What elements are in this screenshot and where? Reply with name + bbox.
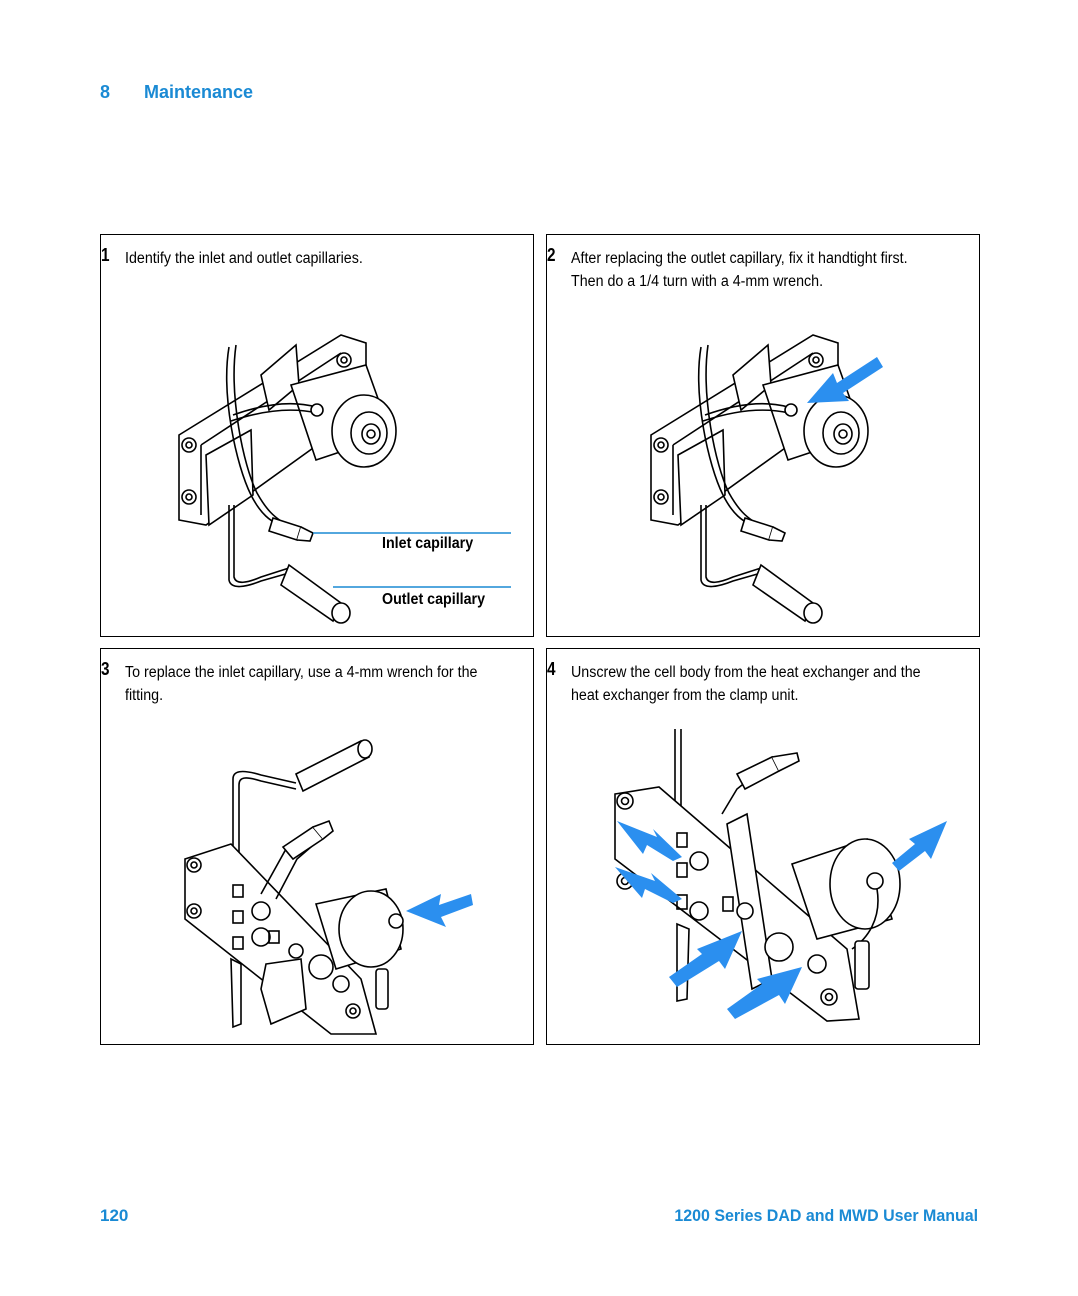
step-number: 3	[101, 659, 110, 679]
outlet-capillary-label: Outlet capillary	[382, 591, 486, 608]
step-panel-4: 4 Unscrew the cell body from the heat ex…	[546, 648, 980, 1045]
step-text: After replacing the outlet capillary, fi…	[571, 250, 908, 290]
arrow-icon	[615, 821, 947, 1019]
flow-cell-drawing	[650, 334, 883, 624]
step-text: To replace the inlet capillary, use a 4-…	[125, 664, 478, 704]
chapter-title: Maintenance	[144, 82, 254, 102]
inlet-capillary-label: Inlet capillary	[382, 535, 474, 552]
step-panel-1: 1 Identify the inlet and outlet capillar…	[100, 234, 534, 637]
chapter-number: 8	[100, 82, 111, 102]
page-number: 120	[100, 1206, 129, 1225]
flow-cell-drawing	[184, 739, 473, 1035]
arrow-icon	[406, 894, 473, 927]
step-number: 4	[547, 659, 556, 679]
step-number: 2	[547, 245, 556, 265]
arrow-icon	[807, 357, 883, 403]
flow-cell-drawing	[614, 729, 947, 1022]
step-number: 1	[101, 245, 110, 265]
step-panel-3: 3 To replace the inlet capillary, use a …	[100, 648, 534, 1045]
step-text: Identify the inlet and outlet capillarie…	[125, 250, 363, 267]
step-text: Unscrew the cell body from the heat exch…	[571, 664, 921, 704]
manual-title: 1200 Series DAD and MWD User Manual	[674, 1206, 978, 1225]
step-panel-2: 2 After replacing the outlet capillary, …	[546, 234, 980, 637]
flow-cell-drawing	[178, 334, 511, 624]
